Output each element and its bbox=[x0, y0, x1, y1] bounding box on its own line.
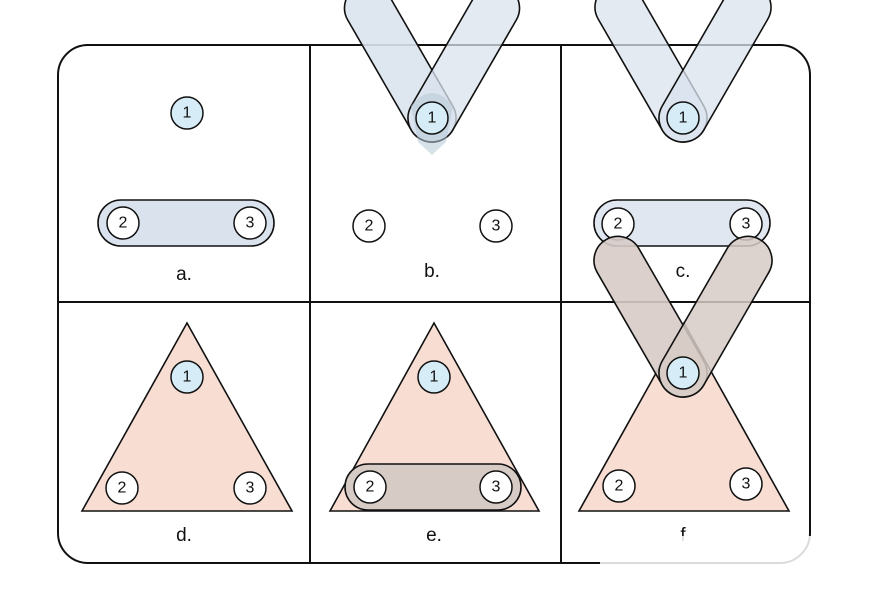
node-3: 3 bbox=[233, 206, 267, 240]
hyperedge-2-3 bbox=[344, 463, 522, 511]
svg-text:3: 3 bbox=[742, 476, 751, 493]
panel-label: a. bbox=[176, 264, 192, 285]
triangle-face bbox=[577, 321, 791, 512]
node-3: 3 bbox=[729, 467, 763, 501]
node-3: 3 bbox=[729, 207, 763, 241]
svg-text:2: 2 bbox=[365, 218, 374, 235]
svg-text:1: 1 bbox=[679, 365, 688, 382]
node-2: 2 bbox=[106, 206, 140, 240]
hyperedge-2-3 bbox=[593, 199, 771, 247]
node-2: 2 bbox=[602, 469, 636, 503]
node-1: 1 bbox=[417, 360, 451, 394]
node-2: 2 bbox=[353, 470, 387, 504]
node-3: 3 bbox=[479, 470, 513, 504]
svg-text:3: 3 bbox=[492, 479, 501, 496]
svg-text:1: 1 bbox=[428, 110, 437, 127]
svg-text:1: 1 bbox=[183, 369, 192, 386]
svg-text:2: 2 bbox=[366, 479, 375, 496]
node-1: 1 bbox=[666, 356, 700, 390]
corner-smudge bbox=[600, 536, 845, 572]
node-1: 1 bbox=[170, 96, 204, 130]
panel-a: 1 2 3 a. bbox=[97, 96, 275, 285]
panel-d: 1 2 3 d. bbox=[80, 321, 294, 546]
panel-label: c. bbox=[676, 261, 691, 282]
hyperedge-2-3 bbox=[97, 199, 275, 247]
svg-text:3: 3 bbox=[246, 215, 255, 232]
node-1: 1 bbox=[415, 101, 449, 135]
panel-label: f bbox=[680, 525, 686, 546]
panel-b: 1 2 3 b. bbox=[343, 0, 521, 282]
panel-label: d. bbox=[176, 525, 192, 546]
panel-e: 1 2 3 e. bbox=[328, 321, 541, 546]
panel-label: e. bbox=[426, 525, 442, 546]
svg-text:1: 1 bbox=[679, 110, 688, 127]
svg-text:3: 3 bbox=[492, 218, 501, 235]
node-2: 2 bbox=[601, 207, 635, 241]
node-2: 2 bbox=[105, 471, 139, 505]
node-3: 3 bbox=[233, 471, 267, 505]
svg-text:1: 1 bbox=[183, 105, 192, 122]
svg-text:2: 2 bbox=[615, 478, 624, 495]
svg-text:3: 3 bbox=[742, 216, 751, 233]
panel-label: b. bbox=[424, 261, 440, 282]
svg-text:3: 3 bbox=[246, 480, 255, 497]
svg-text:2: 2 bbox=[118, 480, 127, 497]
svg-text:1: 1 bbox=[430, 369, 439, 386]
svg-text:2: 2 bbox=[119, 215, 128, 232]
panel-f: 1 2 3 f bbox=[577, 235, 791, 546]
svg-text:2: 2 bbox=[614, 216, 623, 233]
triangle-face bbox=[80, 321, 294, 512]
node-2: 2 bbox=[352, 209, 386, 243]
panel-c: 1 2 3 c. bbox=[593, 0, 772, 282]
node-1: 1 bbox=[170, 360, 204, 394]
node-3: 3 bbox=[479, 209, 513, 243]
node-1: 1 bbox=[666, 101, 700, 135]
